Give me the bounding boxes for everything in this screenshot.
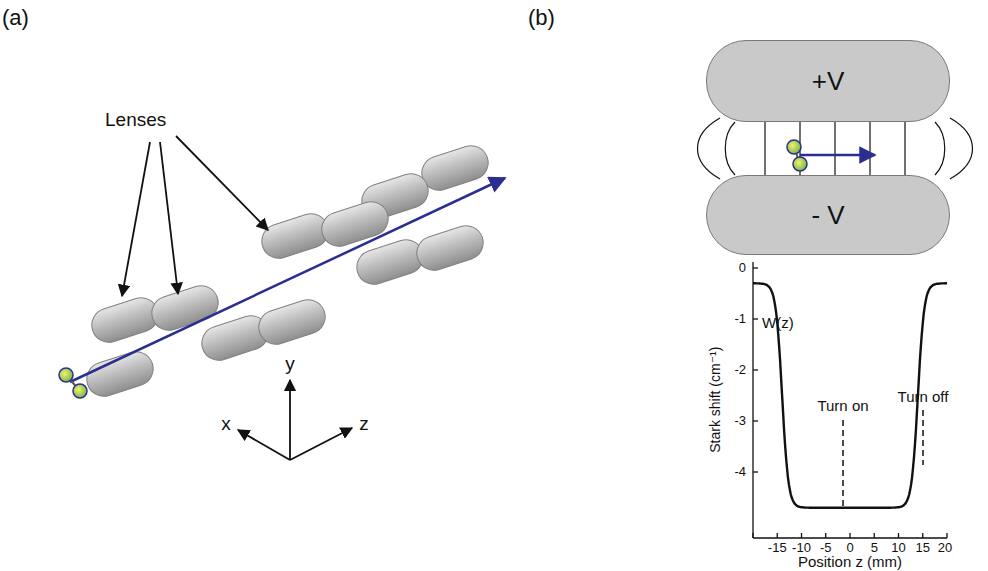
axis-title: Stark shift (cm⁻¹)	[708, 347, 723, 453]
electrode-label: - V	[811, 200, 844, 231]
beam-arrow	[70, 178, 505, 382]
tick	[753, 369, 758, 370]
leader-lines	[122, 136, 268, 296]
electrode-negative: - V	[706, 175, 950, 255]
lens-rod	[317, 197, 392, 250]
field-lines	[698, 118, 973, 179]
tick	[922, 533, 923, 538]
coordinate-axes	[238, 380, 352, 460]
tick-label: 0	[739, 261, 746, 275]
molecule	[787, 140, 807, 171]
tick-label: 15	[916, 541, 930, 555]
lens-rods	[82, 141, 492, 400]
tick-label: -15	[768, 541, 787, 555]
molecule	[59, 368, 87, 398]
tick	[849, 533, 850, 538]
curve-label: W(z)	[762, 315, 794, 332]
tick-label: -1	[734, 312, 746, 326]
lens-rod	[82, 347, 157, 400]
tick	[753, 420, 758, 421]
axis-letter: z	[359, 414, 369, 435]
tick-label: -3	[734, 414, 746, 428]
lens-rod	[417, 141, 492, 194]
electrode-label: +V	[812, 66, 845, 97]
panel-label: (b)	[528, 6, 555, 30]
tick	[753, 267, 758, 268]
tick	[753, 318, 758, 319]
lens-rod	[257, 209, 332, 262]
electrode-positive: +V	[706, 40, 950, 122]
tick	[752, 533, 753, 538]
tick-label: -4	[734, 465, 746, 479]
marker-label: Turn on	[817, 398, 868, 415]
tick	[753, 471, 758, 472]
tick	[777, 533, 778, 538]
lens-rod	[147, 281, 222, 334]
tick	[898, 533, 899, 538]
part-label: Lenses	[105, 110, 166, 131]
switch-markers	[843, 410, 923, 506]
axis-letter: x	[221, 414, 231, 435]
lens-rod	[87, 293, 162, 346]
axis-letter: y	[285, 354, 295, 375]
lens-rod	[412, 221, 487, 274]
tick	[801, 533, 802, 538]
marker-label: Turn off	[898, 389, 949, 406]
tick	[874, 533, 875, 538]
axis-title: Position z (mm)	[798, 554, 902, 571]
tick-label: -2	[734, 363, 746, 377]
tick-label: 20	[938, 541, 952, 555]
beam-arrow	[800, 154, 875, 157]
tick	[946, 533, 947, 538]
lens-rod	[254, 295, 329, 348]
panel-label: (a)	[2, 6, 29, 30]
tick	[825, 533, 826, 538]
